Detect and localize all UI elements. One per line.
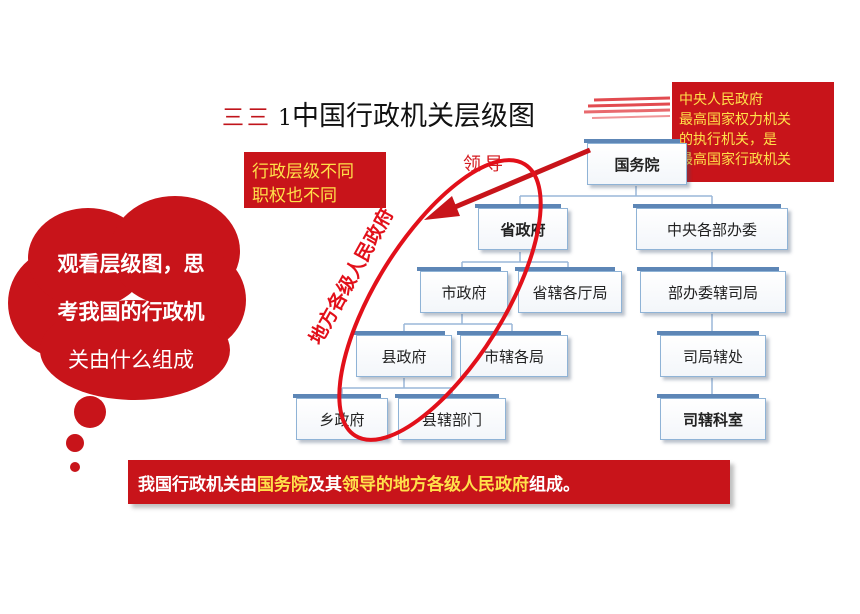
title-number: 1	[278, 106, 293, 131]
info-line: 中央人民政府	[679, 92, 763, 108]
node-county-government: 县政府	[353, 331, 452, 377]
node-city-government: 市政府	[417, 267, 508, 313]
lead-label: 领导	[463, 154, 507, 175]
lead-arrow	[424, 147, 591, 220]
thought-cloud: 观看层级图，思 考我国的行政机 关由什么组成	[0, 0, 300, 500]
conclusion-highlight: 国务院	[257, 474, 308, 495]
conclusion-highlight: 领导的地方各级人民政府	[342, 474, 529, 495]
conclusion-part: 组成。	[529, 474, 580, 495]
speed-lines-decoration	[584, 96, 671, 119]
node-section-units: 司辖科室	[657, 394, 766, 440]
diff-line: 行政层级不同	[252, 162, 354, 182]
info-line: 的执行机关，是	[679, 132, 777, 148]
node-city-bureaus: 市辖各局	[457, 331, 568, 377]
node-ministry-bureaus: 部办委辖司局	[637, 267, 786, 313]
cloud-line: 关由什么组成	[68, 348, 194, 372]
node-central-ministries: 中央各部办委	[633, 204, 788, 250]
info-line: 最高国家权力机关	[679, 112, 791, 128]
cloud-line: 观看层级图，思	[57, 252, 205, 276]
node-province-departments: 省辖各厅局	[515, 267, 622, 313]
node-state-council: 国务院	[584, 139, 687, 185]
title-prefix: 三三	[222, 106, 273, 131]
level-difference-box: 行政层级不同 职权也不同	[244, 152, 386, 208]
conclusion-part: 我国行政机关由	[138, 474, 257, 495]
circle-label: 地方各级人民政府	[304, 204, 398, 348]
cloud-line: 考我国的行政机	[57, 300, 205, 324]
node-bureau-offices: 司局辖处	[657, 331, 766, 377]
node-provincial-government: 省政府	[475, 204, 568, 250]
state-council-info-box: 中央人民政府 最高国家权力机关 的执行机关，是 最高国家行政机关	[672, 82, 834, 182]
conclusion-part: 及其	[308, 474, 342, 495]
title-text: 中国行政机关层级图	[292, 101, 536, 132]
conclusion-banner: 我国行政机关由国务院及其领导的地方各级人民政府组成。	[128, 460, 730, 504]
info-line: 最高国家行政机关	[679, 152, 791, 168]
diff-line: 职权也不同	[252, 186, 337, 206]
